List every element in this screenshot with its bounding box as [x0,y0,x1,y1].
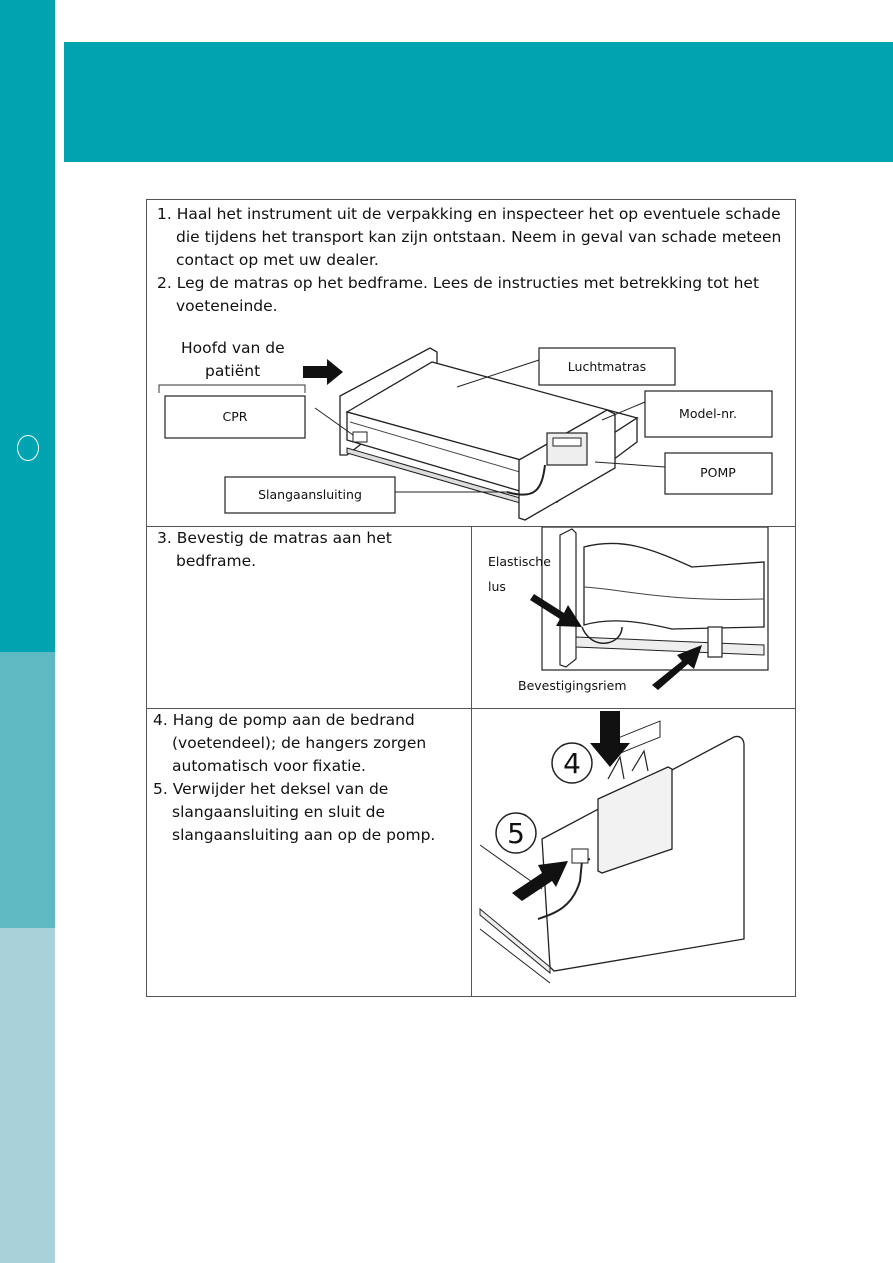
step-5-circle [495,812,537,854]
step-1-line: contact op met uw dealer. [176,251,379,269]
step-3-text: 3. Bevestig de matras aan het bedframe. [157,527,457,573]
step-4-number: 4 [563,747,581,780]
pump-mounting-diagram: 4 5 [479,711,745,984]
step-4-circle [551,742,593,784]
cpr-label: CPR [223,409,248,424]
sidebar-circle-icon [17,435,39,461]
step-3-line: 3. Bevestig de matras aan het [157,529,392,547]
step-5-number: 5 [507,817,525,850]
step-2-line: 2. Leg de matras op het bedframe. Lees d… [157,274,760,292]
instructions-table: 1. Haal het instrument uit de verpakking… [146,199,796,997]
column-divider [471,526,472,996]
sidebar-band-middle [0,652,55,928]
arrow-icon [652,645,702,690]
bed-overview-diagram: Hoofd van de patiënt CPR Luchtmatras Mod… [158,339,773,521]
step-4-line: 4. Hang de pomp aan de bedrand [153,711,415,729]
pump-label: POMP [700,465,736,480]
step-3-line: bedframe. [176,552,257,570]
strap-label: Bevestigingsriem [518,678,627,693]
head-label: patiënt [205,362,260,380]
step-4-line: (voetendeel); de hangers zorgen [172,734,427,752]
header-band [64,42,893,162]
strap-diagram: Elastische lus Bevestigingsriem [488,527,769,693]
arrow-right-icon [303,359,343,385]
hose-connector-label: Slangaansluiting [258,487,362,502]
step-4-line: automatisch voor fixatie. [172,757,366,775]
step-1-line: die tijdens het transport kan zijn ontst… [176,228,782,246]
arrow-down-icon [590,711,630,767]
steps-1-2-text: 1. Haal het instrument uit de verpakking… [157,203,793,318]
elastic-loop-label: lus [488,579,506,594]
step-1-line: 1. Haal het instrument uit de verpakking… [157,205,781,223]
air-mattress-label: Luchtmatras [568,359,646,374]
elastic-loop-label: Elastische [488,554,551,569]
head-label: Hoofd van de [181,339,285,357]
step-5-line: 5. Verwijder het deksel van de [153,780,389,798]
step-5-line: slangaansluiting en sluit de [172,803,386,821]
sidebar-band-top [0,0,55,652]
step-5-line: slangaansluiting aan op de pomp. [172,826,436,844]
model-nr-label: Model-nr. [679,406,737,421]
arrow-icon [530,594,582,627]
step-2-line: voeteneinde. [176,297,278,315]
steps-4-5-text: 4. Hang de pomp aan de bedrand (voetende… [153,709,467,847]
arrow-icon [512,861,568,901]
sidebar-band-bottom [0,928,55,1263]
